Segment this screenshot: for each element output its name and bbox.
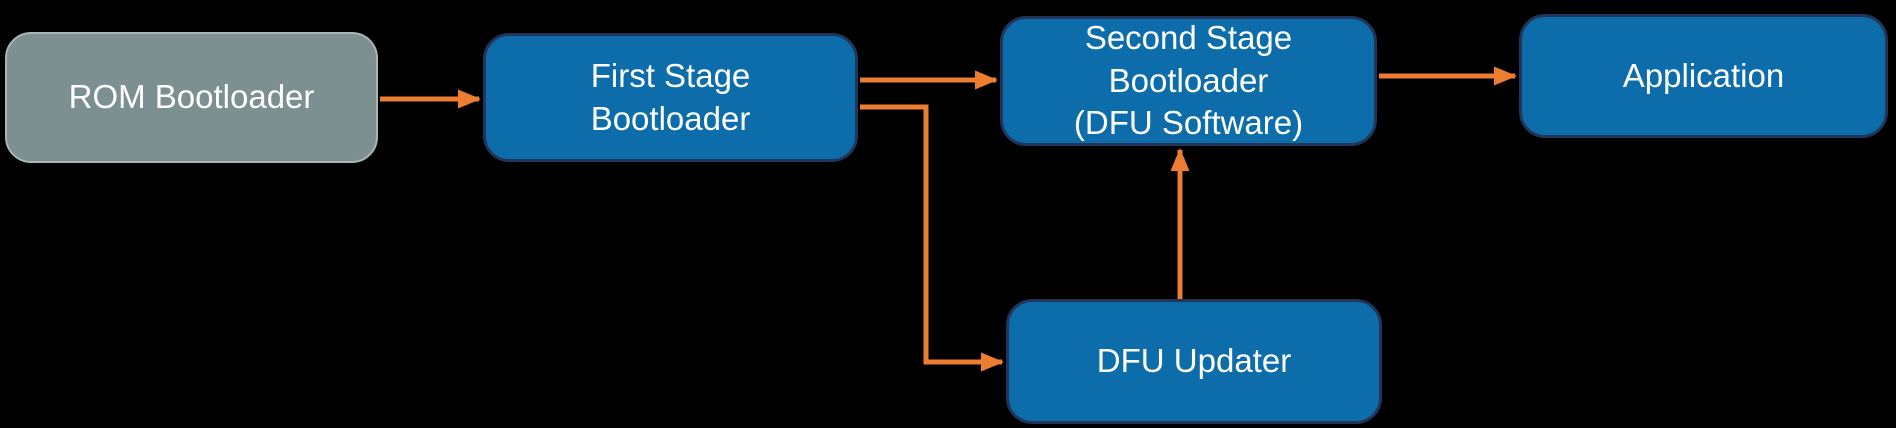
node-rom-bootloader: ROM Bootloader [5,32,378,163]
node-second-stage-bootloader: Second Stage Bootloader (DFU Software) [1000,16,1377,146]
node-first-stage-bootloader: First Stage Bootloader [483,33,858,162]
node-first-stage-bootloader-label: First Stage Bootloader [590,56,751,137]
node-second-stage-bootloader-label: Second Stage Bootloader (DFU Software) [1073,18,1304,142]
node-application: Application [1519,14,1888,138]
node-application-label: Application [1622,56,1785,94]
node-dfu-updater: DFU Updater [1006,299,1382,424]
node-dfu-updater-label: DFU Updater [1096,342,1292,380]
arrow-first-stage-to-dfu-updater [860,104,1004,372]
node-rom-bootloader-label: ROM Bootloader [68,78,315,116]
